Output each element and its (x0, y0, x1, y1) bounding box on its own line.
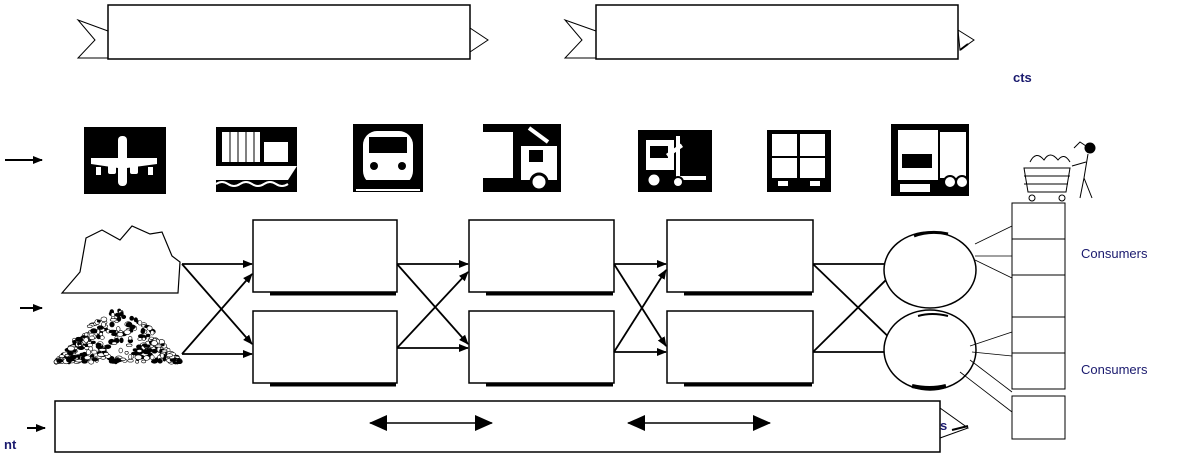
consumer-links (959, 225, 1013, 413)
process-box-2a (468, 219, 615, 293)
bottom-bar-fragment-label: s (940, 418, 947, 433)
bottom-left-fragment-label: nt (4, 437, 17, 452)
shopper-cart-icon (1023, 141, 1096, 202)
process-box-3b (666, 310, 814, 384)
bottom-bar (54, 400, 970, 453)
process-grid (252, 219, 814, 387)
process-box-1b (252, 310, 398, 384)
gravel-pile-icon (53, 308, 183, 365)
delivery-truck-icon (891, 124, 969, 196)
consumers-label-bottom: Consumers (1081, 362, 1148, 377)
pallet-icon (767, 130, 831, 192)
consumers-label-top: Consumers (1081, 246, 1148, 261)
distribution-center-top (883, 230, 977, 309)
distribution-center-bottom (883, 309, 977, 391)
truck-loading-icon (483, 124, 561, 192)
airplane-icon (84, 127, 166, 194)
flow-arrows (181, 260, 897, 358)
process-box-1a (252, 219, 398, 293)
ship-icon (215, 127, 297, 192)
consumer-column (1011, 202, 1066, 440)
process-box-2b (468, 310, 615, 384)
rock-outline-icon (60, 225, 181, 294)
process-box-3a (666, 219, 814, 293)
forklift-icon (638, 130, 712, 192)
top-right-fragment-label: cts (1013, 70, 1032, 85)
train-icon (353, 124, 423, 192)
banner-left (76, 4, 489, 60)
banner-right (563, 4, 975, 60)
